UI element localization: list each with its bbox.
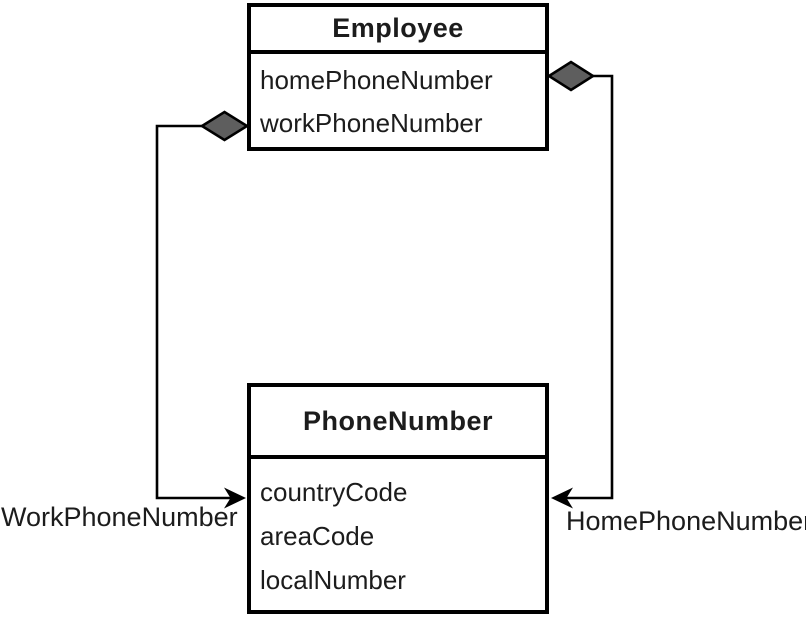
- class-box-employee: Employee homePhoneNumber workPhoneNumber: [247, 3, 549, 151]
- attribute-local-number: localNumber: [260, 564, 406, 595]
- attribute-compartment-employee: homePhoneNumber workPhoneNumber: [251, 54, 545, 145]
- home-association-line: [556, 74, 614, 500]
- attribute-home-phone-number: homePhoneNumber: [260, 65, 493, 95]
- home-association-label: HomePhoneNumber: [566, 506, 806, 536]
- attribute-work-phone-number: workPhoneNumber: [260, 108, 483, 138]
- attribute-country-code: countryCode: [260, 476, 408, 507]
- attribute-area-code: areaCode: [260, 520, 375, 551]
- work-association-line: [155, 124, 242, 500]
- class-box-phonenumber: PhoneNumber countryCode areaCode localNu…: [247, 383, 549, 614]
- class-title-employee: Employee: [251, 7, 545, 54]
- work-association-label: WorkPhoneNumber: [1, 502, 238, 532]
- work-arrowhead-icon: [224, 487, 246, 509]
- class-title-phonenumber: PhoneNumber: [251, 387, 545, 459]
- work-aggregation-diamond-icon: [199, 110, 250, 142]
- home-aggregation-diamond-icon: [546, 60, 596, 92]
- attribute-compartment-phonenumber: countryCode areaCode localNumber: [251, 459, 545, 602]
- home-arrowhead-icon: [551, 487, 573, 509]
